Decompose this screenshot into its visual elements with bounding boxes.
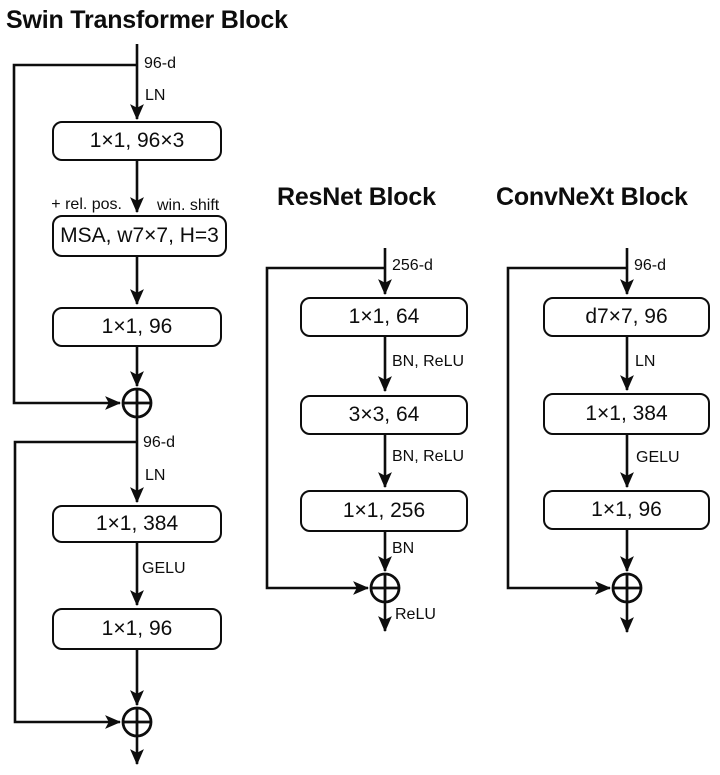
convnext-conv1-box: d7×7, 96 [543, 297, 710, 337]
swin-residual-path-1 [12, 63, 137, 410]
swin-norm1-label: LN [145, 87, 166, 104]
resnet-input-dim-label: 256-d [392, 257, 433, 274]
convnext-residual-add-icon [611, 572, 643, 604]
swin-msa-box: MSA, w7×7, H=3 [52, 215, 227, 257]
resnet-conv3-box: 1×1, 256 [300, 490, 468, 532]
swin-residual-add-1-icon [121, 387, 153, 419]
swin-norm2-label: LN [145, 467, 166, 484]
resnet-norm-act1-label: BN, ReLU [392, 353, 465, 370]
swin-mid-dim-label: 96-d [143, 434, 176, 451]
convnext-conv2-box: 1×1, 384 [543, 393, 710, 435]
resnet-norm-act2-label: BN, ReLU [392, 448, 465, 465]
swin-input-dim-label: 96-d [144, 55, 177, 72]
resnet-bn-label: BN [392, 540, 415, 557]
resnet-block-title: ResNet Block [277, 183, 436, 211]
swin-gelu-label: GELU [142, 560, 186, 577]
convnext-gelu-label: GELU [636, 449, 680, 466]
swin-rel-pos-label: + rel. pos. [51, 196, 122, 213]
resnet-conv2-box: 3×3, 64 [300, 395, 468, 435]
swin-conv2-box: 1×1, 96 [52, 307, 222, 347]
swin-conv1-box: 1×1, 96×3 [52, 121, 222, 161]
convnext-input-dim-label: 96-d [634, 257, 667, 274]
swin-residual-path-2 [13, 440, 137, 729]
swin-residual-add-2-icon [121, 706, 153, 738]
swin-block-title: Swin Transformer Block [6, 6, 288, 34]
convnext-conv3-box: 1×1, 96 [543, 490, 710, 530]
convnext-block-title: ConvNeXt Block [496, 183, 688, 211]
swin-conv4-box: 1×1, 96 [52, 608, 222, 650]
swin-win-shift-label: win. shift [157, 197, 220, 214]
resnet-residual-add-icon [369, 572, 401, 604]
resnet-conv1-box: 1×1, 64 [300, 297, 468, 337]
swin-conv3-box: 1×1, 384 [52, 505, 222, 543]
resnet-residual-path [265, 266, 385, 595]
convnext-ln-label: LN [635, 353, 656, 370]
convnext-residual-path [506, 266, 627, 595]
resnet-relu-out-label: ReLU [395, 606, 436, 623]
